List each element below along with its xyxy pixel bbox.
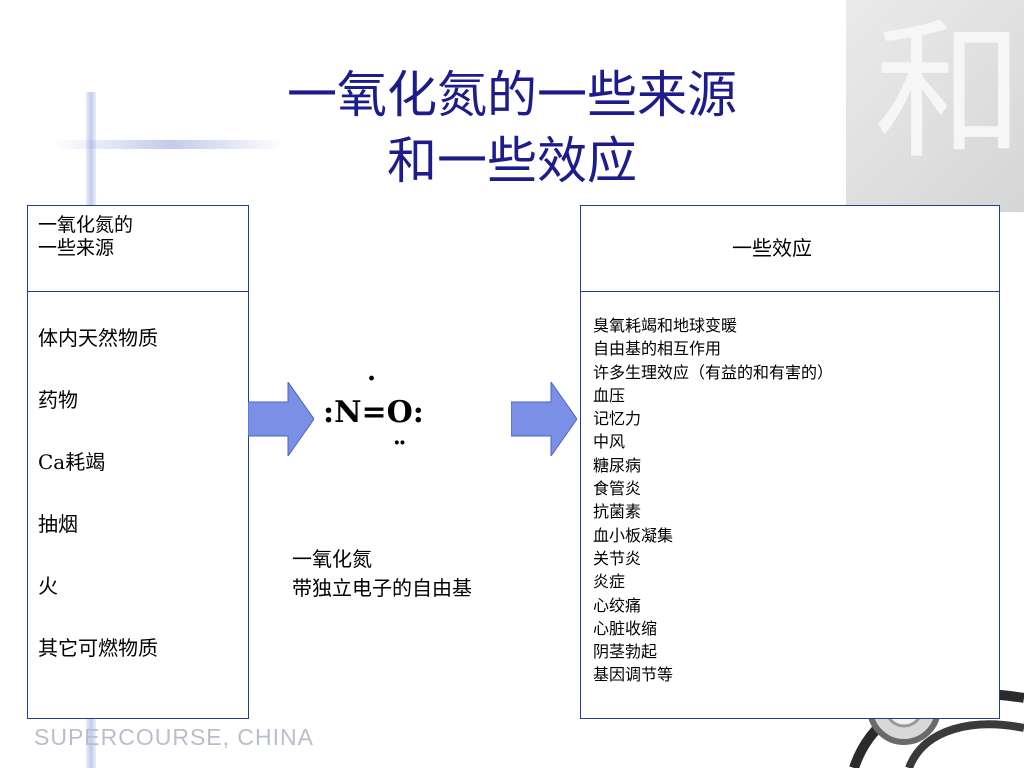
unpaired-electron-dot: · [367, 364, 377, 394]
sources-heading-line-1: 一氧化氮的 [38, 214, 134, 236]
list-item: 阴茎勃起 [593, 642, 658, 662]
list-item: 心脏收缩 [593, 618, 658, 638]
list-item: 中风 [593, 432, 626, 452]
sources-list: 体内天然物质 药物 Ca耗竭 抽烟 火 其它可燃物质 [28, 292, 248, 694]
seal-glyph: 和 [874, 6, 1024, 180]
sources-box: 一氧化氮的 一些来源 体内天然物质 药物 Ca耗竭 抽烟 火 其它可燃物质 [27, 205, 249, 719]
effects-list: 臭氧耗竭和地球变暖 自由基的相互作用 许多生理效应（有益的和有害的） 血压 记忆… [581, 292, 999, 687]
caption-line-1: 一氧化氮 [292, 547, 372, 571]
watermark: SUPERCOURSE, CHINA [34, 724, 314, 750]
arrow-right-icon [248, 382, 314, 456]
list-item: 炎症 [593, 572, 626, 592]
page-title: 一氧化氮的一些来源 和一些效应 [0, 62, 1024, 194]
list-item: 记忆力 [593, 409, 642, 429]
decorative-horizontal-bar [55, 140, 285, 149]
list-item: 自由基的相互作用 [593, 339, 722, 359]
list-item: 糖尿病 [593, 455, 642, 475]
list-item: 其它可燃物质 [38, 636, 158, 660]
list-item: 火 [38, 574, 58, 598]
no-formula: :N=O: [323, 395, 424, 430]
effects-box: 一些效应 臭氧耗竭和地球变暖 自由基的相互作用 许多生理效应（有益的和有害的） … [580, 205, 1000, 719]
list-item: 血小板凝集 [593, 525, 674, 545]
effects-heading: 一些效应 [581, 206, 999, 292]
list-item: 抽烟 [38, 512, 78, 536]
list-item: 臭氧耗竭和地球变暖 [593, 316, 738, 335]
lone-pair-dots: ·· [393, 430, 406, 456]
list-item: 心绞痛 [593, 595, 642, 615]
list-item: 基因调节等 [593, 665, 674, 685]
title-line-2: 和一些效应 [387, 132, 637, 190]
list-item: 食管炎 [593, 479, 642, 499]
list-item: 体内天然物质 [38, 326, 158, 350]
calligraphy-seal-image: 和 [846, 0, 1024, 212]
caption-line-2: 带独立电子的自由基 [292, 576, 472, 600]
list-item: 关节炎 [593, 548, 642, 568]
arrow-right-icon [511, 382, 577, 456]
sources-heading-line-2: 一些来源 [38, 237, 115, 259]
title-line-1: 一氧化氮的一些来源 [287, 66, 737, 124]
molecule-caption: 一氧化氮 带独立电子的自由基 [292, 545, 472, 603]
list-item: 许多生理效应（有益的和有害的） [593, 362, 834, 382]
list-item: 药物 [38, 388, 78, 412]
list-item: Ca耗竭 [38, 450, 106, 474]
list-item: 血压 [593, 385, 626, 405]
sources-heading: 一氧化氮的 一些来源 [28, 206, 248, 292]
list-item: 抗菌素 [593, 502, 642, 522]
